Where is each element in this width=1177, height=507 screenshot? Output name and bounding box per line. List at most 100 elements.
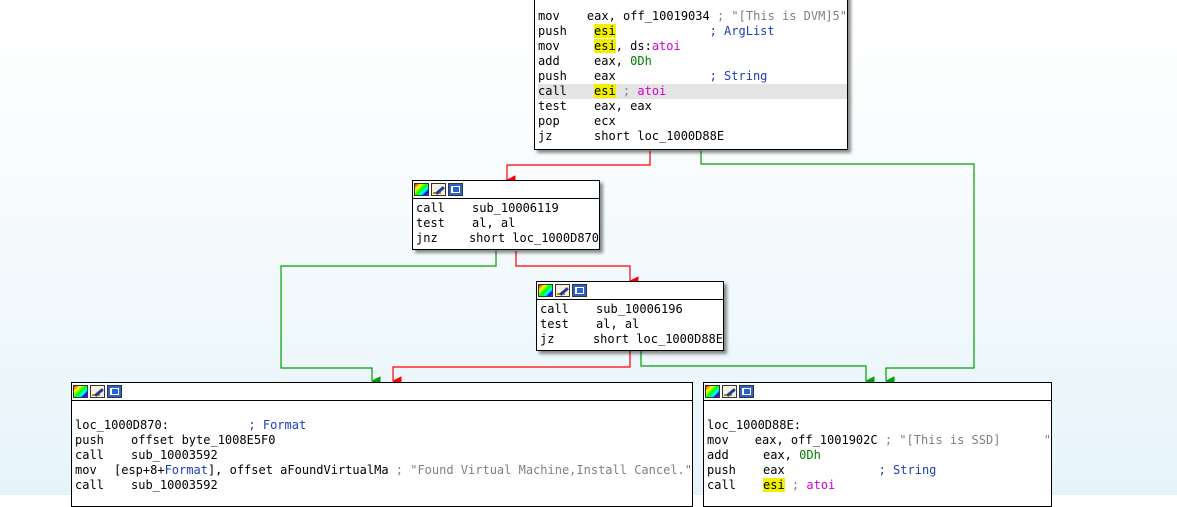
operand-text: short loc_1000D870 <box>468 231 599 245</box>
operand-text: ; "[This is SSD] " <box>884 433 1051 447</box>
asm-operands: ; Format <box>169 418 306 433</box>
edge-n1-to-n5 <box>700 151 975 386</box>
code-label[interactable]: loc_1000D88E: <box>707 418 801 432</box>
operand-text: ; ArgList <box>709 24 775 38</box>
rename-icon[interactable] <box>431 183 446 196</box>
asm-line[interactable]: mov [esp+8+Format], offset aFoundVirtualM… <box>75 463 692 478</box>
asm-line[interactable] <box>707 403 1051 418</box>
node-toolbar <box>413 181 599 199</box>
graph-overview-icon[interactable] <box>448 183 463 196</box>
asm-operands: sub_10006119 <box>472 201 559 216</box>
asm-line[interactable]: jz short loc_1000D88E <box>538 129 847 144</box>
rename-icon[interactable] <box>555 284 570 297</box>
asm-line[interactable]: test al, al <box>416 216 599 231</box>
graph-overview-icon[interactable] <box>739 385 754 398</box>
asm-mnemonic: jnz <box>416 231 438 245</box>
asm-operands: esi ; ArgList <box>594 24 775 39</box>
color-palette-icon[interactable] <box>705 385 720 398</box>
asm-operands: sub_10003592 <box>131 448 218 463</box>
asm-line[interactable]: loc_1000D870: ; Format <box>75 418 692 433</box>
asm-mnemonic: jz <box>540 332 555 346</box>
operand-text: ; <box>791 478 807 492</box>
highlighted-register[interactable]: esi <box>594 39 616 53</box>
asm-mnemonic: jz <box>538 129 553 143</box>
asm-line[interactable]: push offset byte_1008E5F0 <box>75 433 692 448</box>
asm-line[interactable]: test eax, eax <box>538 99 847 114</box>
asm-operands: [esp+8+Format], offset aFoundVirtualMa ;… <box>114 463 692 478</box>
code-label[interactable]: loc_1000D870: <box>75 418 169 432</box>
operand-text: sub_10003592 <box>131 478 218 492</box>
graph-edges <box>280 151 975 386</box>
operand-text: eax, eax <box>594 99 652 113</box>
color-palette-icon[interactable] <box>538 284 553 297</box>
asm-operands: eax, 0Dh <box>594 54 652 69</box>
operand-text: short loc_1000D88E <box>594 129 725 143</box>
rename-icon[interactable] <box>90 385 105 398</box>
asm-mnemonic: call <box>416 201 445 215</box>
node-toolbar <box>72 383 692 401</box>
import-name[interactable]: atoi <box>637 84 667 98</box>
asm-operands: eax ; String <box>594 69 767 84</box>
asm-mnemonic: mov <box>538 9 560 23</box>
asm-operands: sub_10006196 <box>596 302 683 317</box>
asm-operands: esi, ds:atoi <box>594 39 681 54</box>
graph-overview-icon[interactable] <box>572 284 587 297</box>
operand-text: eax <box>594 69 710 83</box>
asm-line[interactable]: jnz short loc_1000D870 <box>416 231 599 246</box>
asm-mnemonic: test <box>416 216 445 230</box>
rename-icon[interactable] <box>722 385 737 398</box>
asm-line[interactable]: mov esi, ds:atoi <box>538 39 847 54</box>
color-palette-icon[interactable] <box>414 183 429 196</box>
asm-mnemonic: mov <box>538 39 560 53</box>
highlighted-register[interactable]: esi <box>594 84 616 98</box>
asm-line[interactable] <box>75 403 692 418</box>
asm-mnemonic: push <box>538 69 567 83</box>
asm-line[interactable]: push eax ; String <box>538 69 847 84</box>
operand-text: ; "Found Virtual Machine,Install Cancel.… <box>395 463 692 477</box>
asm-mnemonic: add <box>707 448 729 462</box>
operand-text: ], offset aFoundVirtualMa <box>207 463 396 477</box>
asm-line[interactable]: call sub_10006119 <box>416 201 599 216</box>
graph-overview-icon[interactable] <box>107 385 122 398</box>
asm-operands: eax ; String <box>763 463 936 478</box>
asm-line[interactable]: loc_1000D88E: <box>707 418 1051 433</box>
asm-mnemonic: push <box>75 433 104 447</box>
asm-mnemonic: test <box>538 99 567 113</box>
operand-text: ; <box>622 84 638 98</box>
operand-text: al, al <box>472 216 516 230</box>
color-palette-icon[interactable] <box>73 385 88 398</box>
import-name[interactable]: atoi <box>806 478 836 492</box>
operand-text: eax, off_10019034 <box>586 9 717 23</box>
operand-text <box>616 24 710 38</box>
import-name[interactable]: atoi <box>651 39 681 53</box>
asm-operands: esi ; atoi <box>594 84 666 99</box>
edge-n1-to-n2 <box>506 151 651 185</box>
highlighted-register[interactable]: esi <box>763 478 785 492</box>
operand-text: al, al <box>596 317 640 331</box>
edge-n2-to-n4 <box>280 251 497 386</box>
asm-mnemonic: mov <box>75 463 97 477</box>
edge-n2-to-n3 <box>515 251 639 286</box>
highlighted-register[interactable]: esi <box>594 24 616 38</box>
operand-text: offset byte_1008E5F0 <box>131 433 276 447</box>
